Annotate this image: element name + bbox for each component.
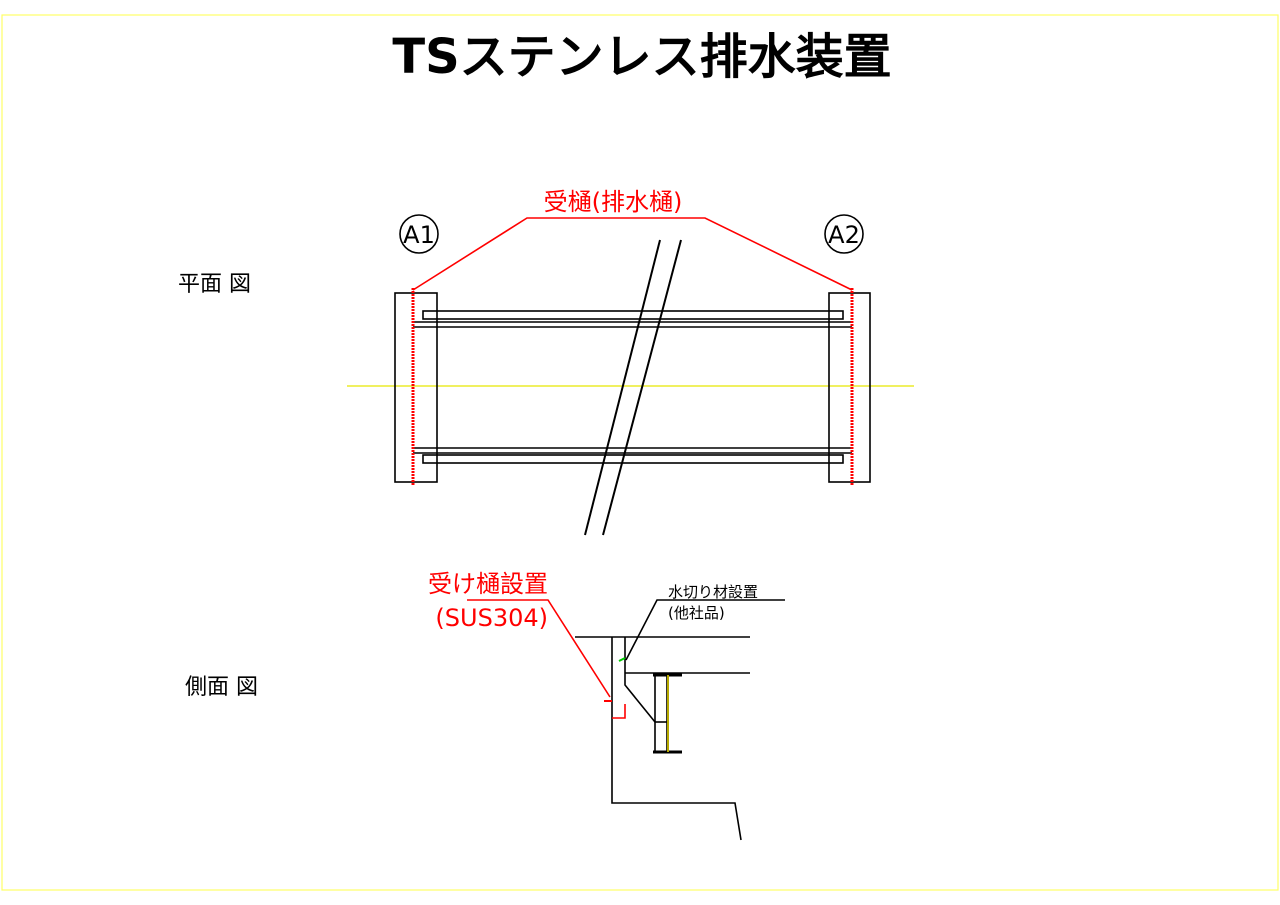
abutment-outline (611, 637, 742, 841)
side-view-label: 側面 図 (185, 675, 258, 700)
girder-section (653, 673, 682, 754)
sheet-border (1, 14, 1279, 891)
a1-marker (399, 214, 439, 254)
girder-top (413, 310, 852, 328)
a2-label: A2 (828, 221, 860, 249)
a1-label: A1 (403, 221, 435, 249)
gutter-label-side-1: 受け樋設置 (428, 570, 548, 598)
drawing-title: TSステンレス排水装置 (392, 29, 891, 85)
flashing-label-2: (他社品) (668, 604, 725, 622)
gutter-label: 受樋(排水樋) (544, 188, 683, 216)
a2-marker (824, 214, 864, 254)
plan-view-label: 平面 図 (178, 272, 251, 297)
skew-break-lines (584, 239, 682, 536)
side-view: 受け樋設置 (SUS304) 水切り材設置 (他社品) (428, 570, 785, 841)
gutter-section (612, 704, 626, 719)
parapet-outline (624, 637, 656, 723)
abutment-a2 (828, 292, 871, 483)
flashing-leader (625, 599, 785, 661)
gutter-leader-side (467, 599, 611, 698)
girder-bottom (413, 447, 852, 464)
abutment-a1 (394, 292, 438, 483)
flashing-label-1: 水切り材設置 (668, 583, 758, 601)
gutter-label-side-2: (SUS304) (435, 604, 548, 632)
gutter-leader (412, 217, 853, 291)
flashing-mark (618, 657, 626, 662)
plan-view: 受樋(排水樋) A1 A2 (347, 188, 914, 536)
